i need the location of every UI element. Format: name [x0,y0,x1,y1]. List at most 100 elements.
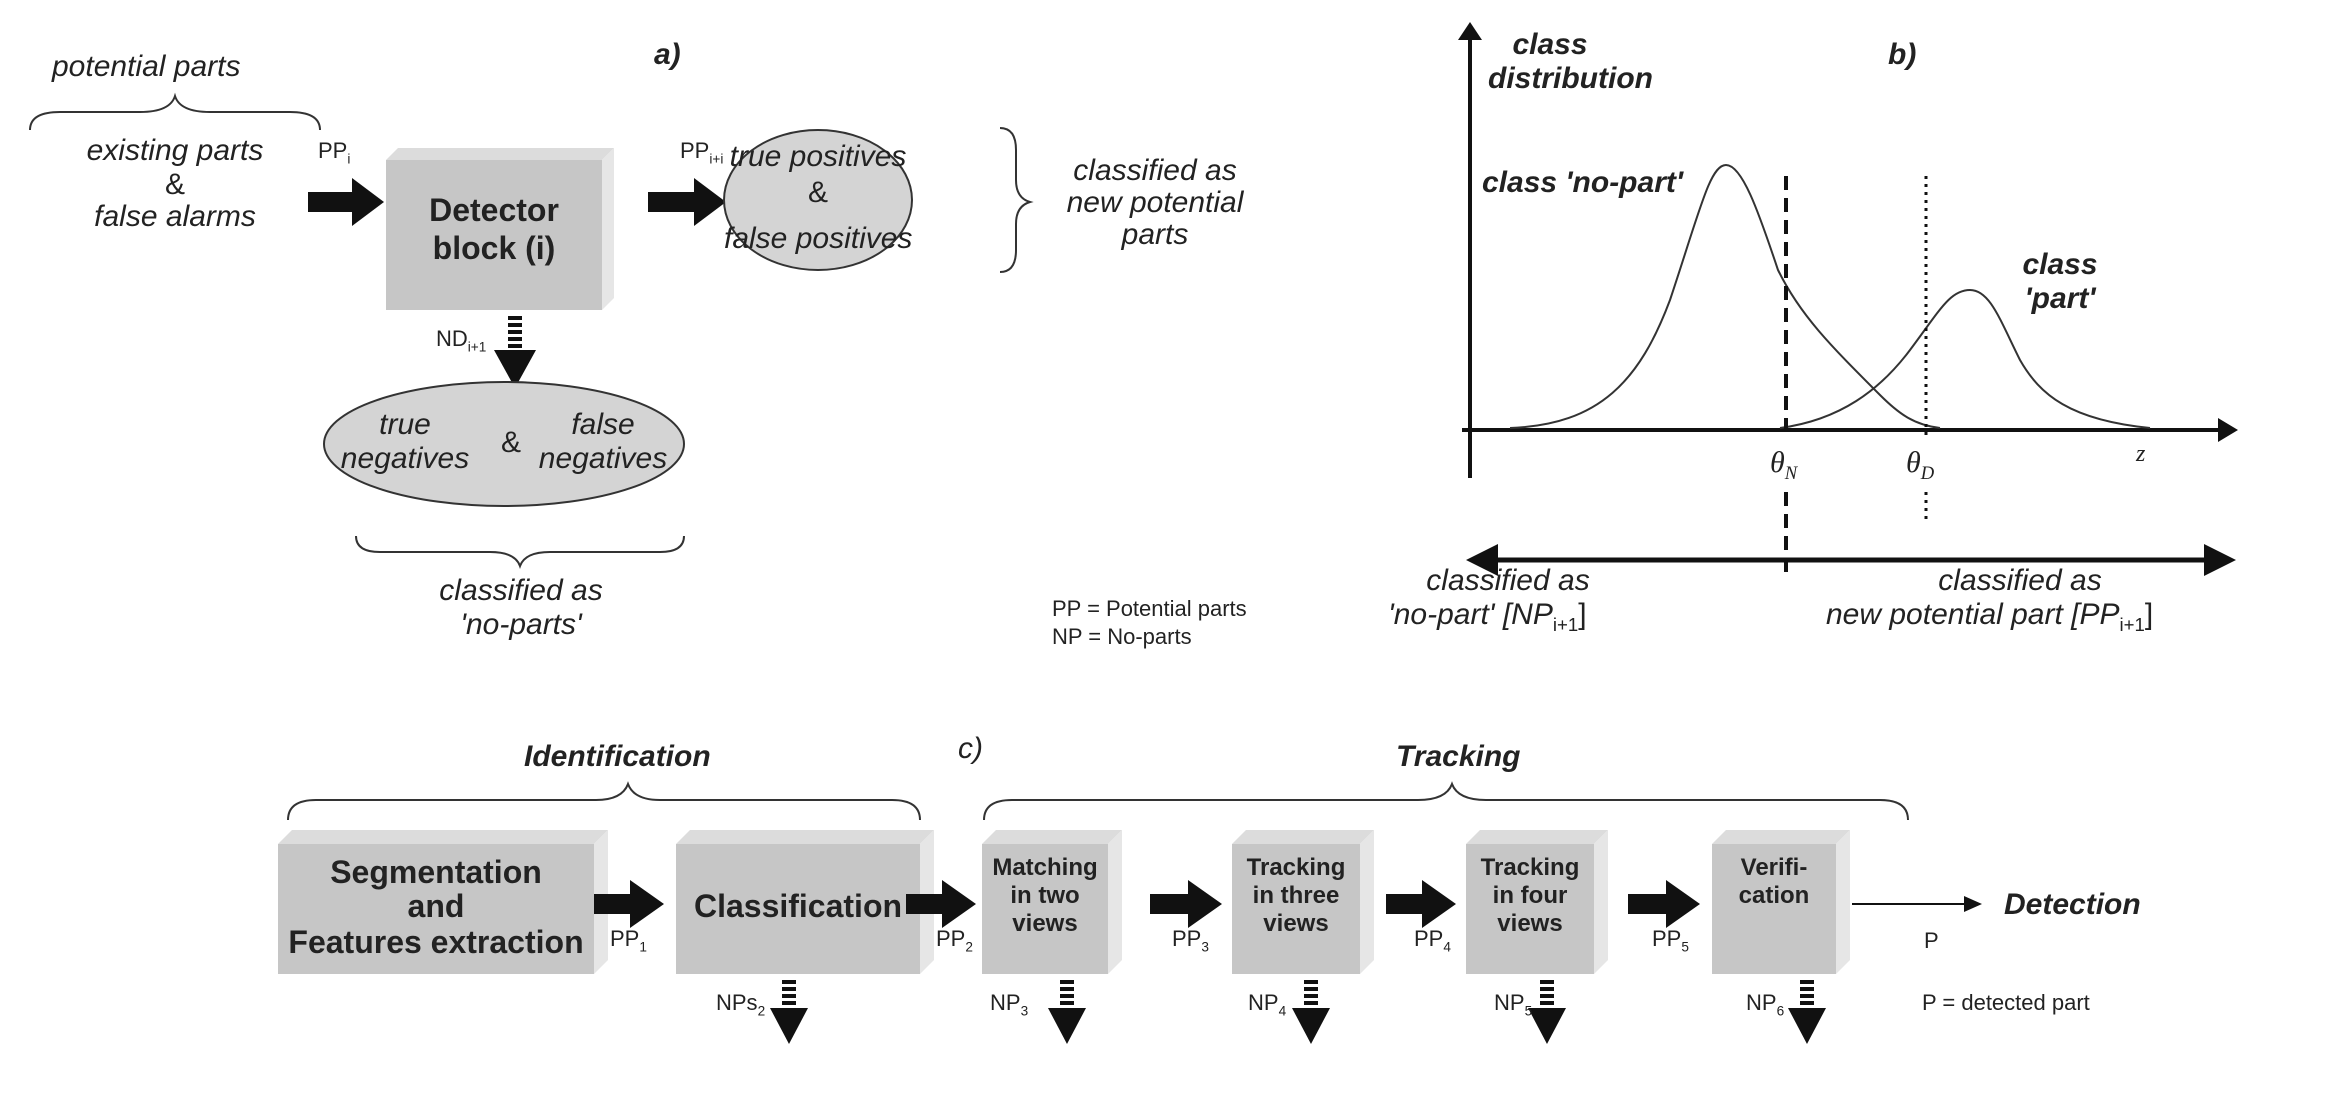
arrow-np6 [1788,980,1826,1044]
negatives-ellipse [323,381,685,507]
pp3-label: PP3 [1172,926,1209,955]
input-line-2: & [164,168,185,201]
block-verification [1712,830,1850,974]
panel-b-label: b) [1888,38,1917,71]
curve-part [1779,288,2151,429]
neg-false-1: false [571,408,635,441]
panel-a-label: a) [654,38,681,71]
block-verification-line-2: cation [1738,882,1810,909]
neg-amp: & [500,426,521,459]
np3-label: NP3 [990,990,1029,1019]
block-tracking-four [1466,830,1608,974]
pp-out-label: PPi+i [680,138,724,167]
positives-ellipse [723,129,913,271]
input-line-3: false alarms [94,200,256,233]
input-brace [29,92,321,131]
class-nopart-label: class 'no-part' [1482,166,1683,199]
detector-line-2: block (i) [432,230,556,266]
block-tracking3-line-1: Tracking [1246,854,1346,881]
arrow-pp4 [1386,880,1456,928]
y-axis-label-2: distribution [1488,62,1653,95]
pp2-label: PP2 [936,926,973,955]
theta-d-label: θD [1906,446,1935,484]
input-brace-title: potential parts [52,50,241,83]
pos-class-line-1: classified as [1073,154,1237,187]
tracking-brace [983,781,1909,821]
input-line-1: existing parts [86,134,264,167]
pp1-label: PP1 [610,926,647,955]
block-matching-line-3: views [1012,910,1078,937]
p-legend: P = detected part [1922,990,2090,1015]
arrow-nd-down [494,316,536,388]
detector-line-1: Detector [429,192,559,228]
block-segmentation-line-2: and [407,888,465,924]
negatives-brace [355,535,685,569]
theta-n-label: θN [1770,446,1798,484]
block-classification [676,830,934,974]
identification-brace [287,781,921,821]
detection-label: Detection [2004,888,2141,921]
arrow-pp1 [594,880,664,928]
arrow-output [1852,896,1982,912]
arrow-pp3 [1150,880,1222,928]
panel-c-label: c) [958,732,983,765]
block-segmentation-line-1: Segmentation [330,854,542,890]
arrow-pp-out [648,178,726,226]
pos-class-line-2: new potential [1066,186,1244,219]
block-tracking4-line-2: in four [1492,882,1568,909]
arrow-np4 [1292,980,1330,1044]
arrow-pp5 [1628,880,1700,928]
neg-class-line-2: 'no-parts' [460,608,582,641]
curve-no-part [1509,163,1941,429]
output-p-label: P [1924,928,1939,953]
np6-label: NP6 [1746,990,1785,1019]
detector-block [386,148,614,310]
block-tracking3-line-3: views [1263,910,1329,937]
neg-true-2: negatives [340,442,470,475]
block-tracking-three [1232,830,1374,974]
neg-class-line-1: classified as [439,574,603,607]
arrow-pp-in [308,178,384,226]
pos-ellipse-line-2: & [807,176,828,209]
arrow-np2 [770,980,808,1044]
identification-label: Identification [524,740,711,773]
block-verification-line-1: Verifi- [1740,854,1808,881]
legend-np: NP = No-parts [1052,624,1192,649]
pp5-label: PP5 [1652,926,1689,955]
block-matching-line-1: Matching [992,854,1098,881]
arrow-pp2 [906,880,976,928]
class-part-label-2: 'part' [2024,282,2096,315]
left-class-line-1: classified as [1426,564,1590,597]
block-tracking4-line-1: Tracking [1480,854,1580,881]
right-class-line-2: new potential part [PPi+1] [1826,598,2154,635]
block-segmentation-line-3: Features extraction [288,924,584,960]
block-segmentation [278,830,608,974]
tracking-label: Tracking [1396,740,1521,773]
block-tracking4-line-3: views [1497,910,1563,937]
block-classification-line-1: Classification [693,888,903,924]
arrow-np5 [1528,980,1566,1044]
np2-label: NPs2 [716,990,766,1019]
neg-true-1: true [379,408,431,441]
block-tracking3-line-2: in three [1252,882,1340,909]
positives-brace [999,127,1034,273]
x-axis-label: z [2136,441,2146,467]
pp4-label: PP4 [1414,926,1451,955]
neg-false-2: negatives [538,442,668,475]
block-matching-line-2: in two [1010,882,1080,909]
y-axis-label-1: class [1512,28,1588,61]
pos-ellipse-line-3: false positives [724,222,913,255]
pos-ellipse-line-1: true positives [729,140,907,173]
block-matching [982,830,1122,974]
pos-class-line-3: parts [1121,218,1189,251]
right-class-line-1: classified as [1938,564,2102,597]
np4-label: NP4 [1248,990,1287,1019]
left-class-line-2: 'no-part' [NPi+1] [1388,598,1587,635]
np5-label: NP5 [1494,990,1533,1019]
arrow-np3 [1048,980,1086,1044]
legend-pp: PP = Potential parts [1052,596,1247,621]
class-part-label-1: class [2022,248,2098,281]
pp-in-label: PPi [318,138,351,167]
nd-label: NDi+1 [436,326,487,355]
